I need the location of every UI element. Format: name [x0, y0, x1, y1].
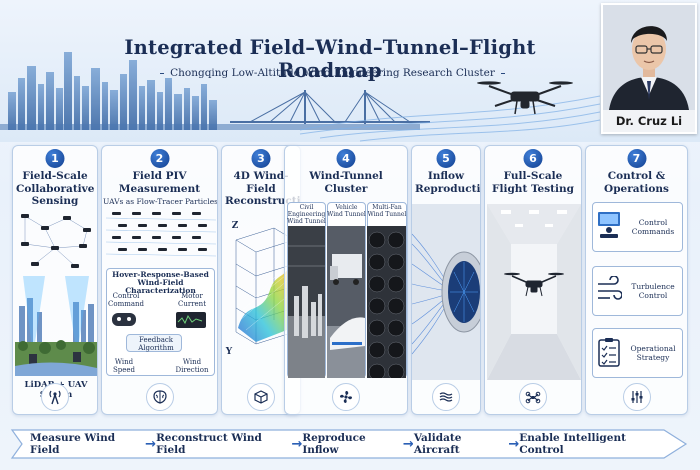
vehicle-tunnel-label: Vehicle Wind Tunnel: [327, 204, 366, 218]
page-subtitle: Chongqing Low-Altitude Wind Engineering …: [170, 67, 495, 79]
control-commands-card: [592, 202, 683, 252]
drone-icon: [519, 383, 547, 411]
wind-field-cube-illustration: [235, 227, 295, 345]
stage-7-panel: 7 Control & Operations Control Commands …: [585, 145, 688, 415]
stage-6-title: Full-Scale Flight Testing: [492, 170, 574, 195]
flow-arrow-1: →: [145, 436, 157, 452]
inflow-fan-illustration: [412, 204, 480, 380]
hover-response-title: Hover-Response-Based Wind-Field Characte…: [112, 270, 209, 295]
feedback-algorithm-label: Feedback Algorithm: [138, 336, 174, 352]
axis-z-label: Z: [231, 221, 239, 231]
process-flow-bar: Measure Wind Field → Reconstruct Wind Fi…: [0, 424, 700, 464]
signal-tower-icon: [41, 383, 69, 411]
controller-and-scope-illustration: [112, 312, 206, 328]
flow-step-reconstruct: Reconstruct Wind Field: [156, 432, 262, 456]
stage-3-title: 4D Wind-Field Reconstruction: [225, 170, 300, 207]
subtitle-row: Chongqing Low-Altitude Wind Engineering …: [160, 66, 505, 80]
motor-current-label: Motor Current: [177, 292, 207, 308]
control-command-label: Control Command: [108, 292, 145, 308]
wind-tunnel-photos-illustration: [288, 226, 406, 378]
stage-4-panel: 4 Wind-Tunnel Cluster Civil Engineering …: [284, 145, 408, 415]
stage-5-number-badge: 5: [436, 149, 456, 168]
stage-5-panel: 5 Inflow Reproduction: [411, 145, 481, 415]
operational-strategy-label: Operational Strategy: [630, 344, 676, 362]
city-skyline-illustration: [0, 0, 700, 142]
flow-arrow-4: →: [508, 436, 520, 452]
stage-2-title: Field PIV Measurement: [118, 170, 201, 195]
stage-2-subtitle: UAVs as Flow-Tracer Particles: [102, 197, 218, 206]
turbulence-control-label: Turbulence Control: [631, 282, 675, 300]
stage-1-panel: 1 Field-Scale Collaborative Sensing: [12, 145, 98, 415]
stage-1-title: Field-Scale Collaborative Sensing: [16, 170, 95, 207]
page-title: Integrated Field–Wind–Tunnel–Flight Road…: [124, 36, 536, 82]
stage-5-title: Inflow Reproduction: [415, 170, 481, 195]
flow-step-reproduce: Reproduce Inflow: [302, 432, 366, 456]
stage-4-title: Wind-Tunnel Cluster: [309, 170, 383, 195]
author-name: Dr. Cruz Li: [603, 110, 695, 132]
stage-1-number-badge: 1: [45, 149, 65, 168]
flow-step-validate: Validate Aircraft: [413, 432, 462, 456]
wind-speed-label: Wind Speed: [112, 358, 136, 374]
uav-tracer-grid-illustration: [106, 212, 216, 257]
flow-steps: Measure Wind Field → Reconstruct Wind Fi…: [30, 424, 670, 464]
header-banner: Integrated Field–Wind–Tunnel–Flight Road…: [0, 0, 700, 142]
turbulence-control-card: [592, 266, 683, 316]
author-portrait: Dr. Cruz Li: [601, 3, 697, 134]
sliders-icon: [622, 383, 651, 411]
stage-6-panel: 6 Full-Scale Flight Testing: [484, 145, 582, 415]
cube-icon: [247, 383, 275, 411]
flight-test-hall-illustration: [487, 204, 581, 380]
stage-2-number-badge: 2: [150, 149, 169, 168]
stage-7-number-badge: 7: [627, 149, 646, 168]
flow-step-enable: Enable Intelligent Control: [519, 432, 626, 456]
operator-desk-icon: [598, 212, 620, 238]
subtitle-divider-left: [160, 72, 165, 74]
stage-3-number-badge: 3: [251, 149, 271, 168]
waves-icon: [432, 383, 460, 411]
lidar-uav-swarm-illustration: [15, 214, 97, 376]
flow-arrow-shape: [10, 429, 688, 459]
wind-direction-label: Wind Direction: [175, 358, 209, 374]
stage-6-number-badge: 6: [523, 149, 543, 168]
civil-tunnel-label: Civil Engineering Wind Tunnel: [287, 204, 326, 225]
axis-y-label: Y: [225, 347, 233, 357]
operational-strategy-card: [592, 328, 683, 378]
wind-gust-icon: [598, 276, 622, 300]
flow-step-measure: Measure Wind Field: [30, 432, 116, 456]
clipboard-checklist-icon: [598, 338, 620, 367]
stage-2-panel: 2 Field PIV Measurement UAVs as Flow-Tra…: [101, 145, 218, 415]
fan-icon: [332, 383, 360, 411]
control-commands-label: Control Commands: [631, 218, 675, 236]
feedback-algorithm-box: [126, 334, 182, 352]
flow-arrow-2: →: [291, 436, 303, 452]
stage-7-title: Control & Operations: [604, 170, 669, 195]
drone-illustration: [477, 81, 573, 115]
multifan-tunnel-label: Multi-Fan Wind Tunnel: [367, 204, 407, 218]
flow-arrow-3: →: [402, 436, 414, 452]
portrait-illustration: [603, 5, 695, 110]
brain-icon: [145, 383, 174, 411]
subtitle-divider-right: [500, 72, 505, 74]
stage-4-number-badge: 4: [336, 149, 356, 168]
